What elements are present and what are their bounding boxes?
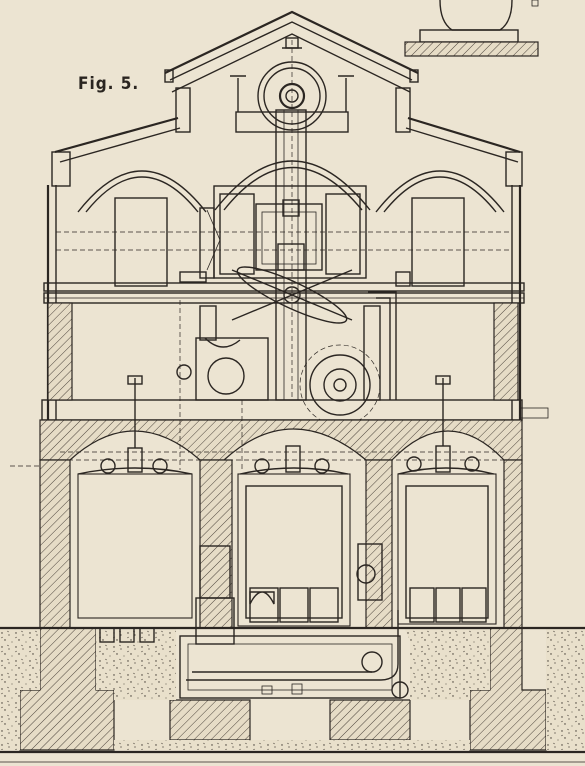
figure-label: Fig. 5. [78,74,140,94]
roof-gable [51,10,523,187]
construction-lines [10,40,293,470]
basement-pumps [179,543,409,699]
adjacent-figure-fragment [404,0,539,57]
overhead-pulley [230,61,354,133]
foundation-masonry [19,419,547,751]
steam-engine [176,109,411,426]
ground [0,626,585,763]
boilers [60,375,504,643]
fireboxes [99,587,487,643]
